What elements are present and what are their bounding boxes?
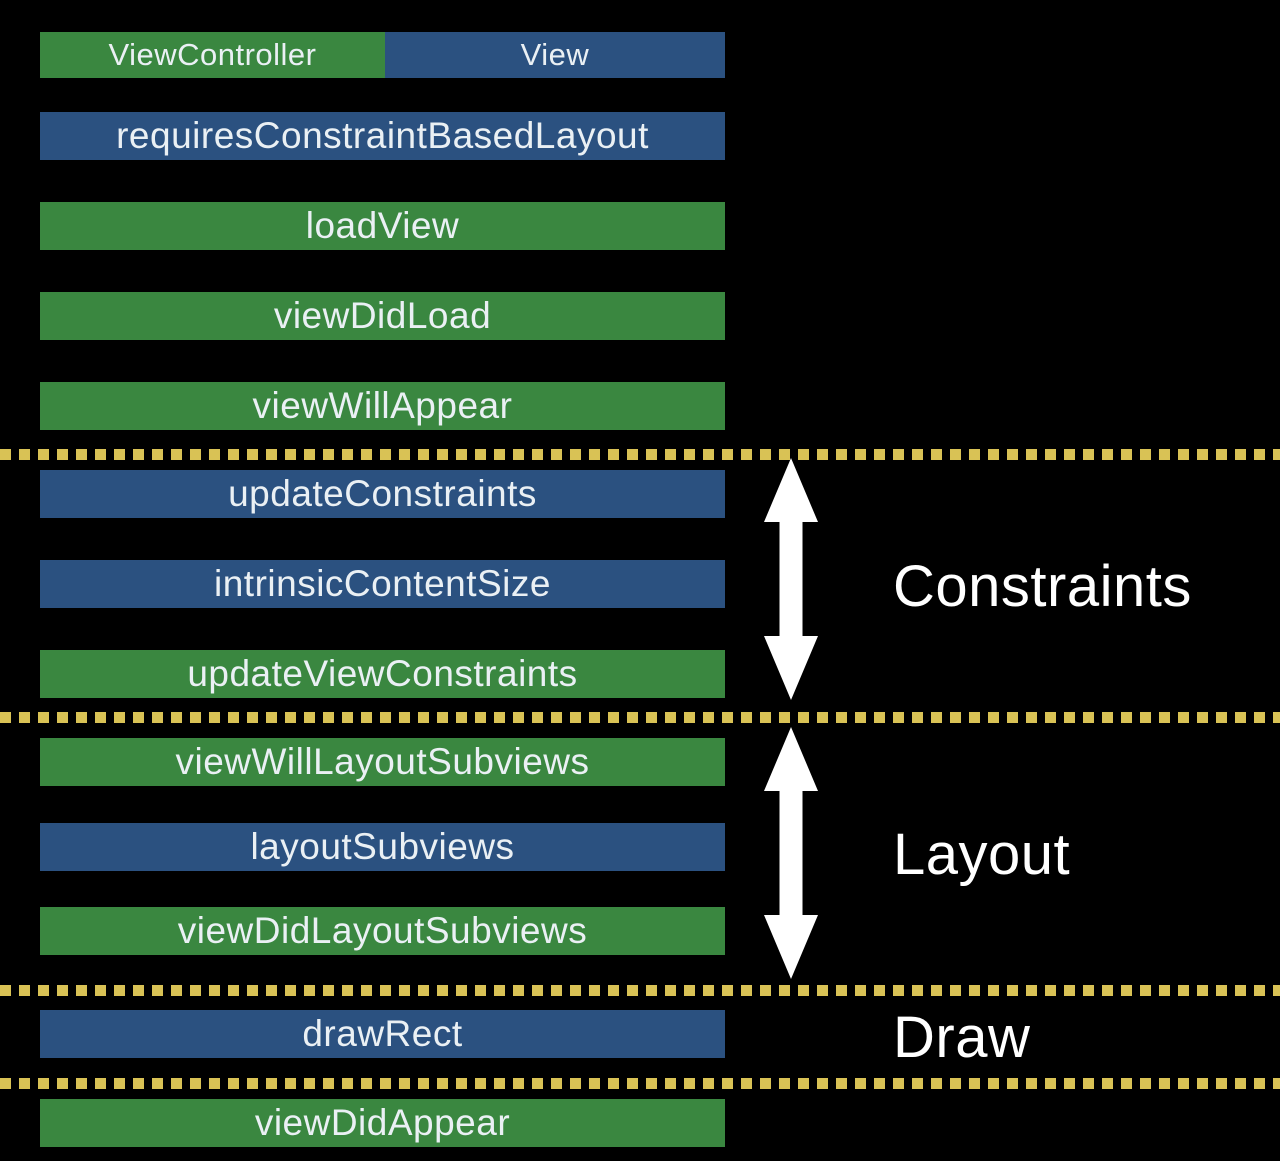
lifecycle-bar: drawRect [40,1010,725,1058]
lifecycle-bar: intrinsicContentSize [40,560,725,608]
lifecycle-bar: loadView [40,202,725,250]
phase-label: Constraints [893,553,1192,619]
lifecycle-bar: layoutSubviews [40,823,725,871]
phase-separator [0,1078,1280,1089]
phase-separator [0,985,1280,996]
phase-label: Draw [893,1004,1031,1070]
phase-separator [0,449,1280,460]
lifecycle-bar: viewWillLayoutSubviews [40,738,725,786]
phase-label: Layout [893,821,1071,887]
lifecycle-bar: viewDidLoad [40,292,725,340]
double-arrow-icon [764,727,818,979]
lifecycle-bar: viewDidLayoutSubviews [40,907,725,955]
lifecycle-bar: viewDidAppear [40,1099,725,1147]
legend-item-view: View [385,32,725,78]
double-arrow-icon [764,458,818,700]
lifecycle-bar: updateViewConstraints [40,650,725,698]
lifecycle-bar: viewWillAppear [40,382,725,430]
lifecycle-bar: updateConstraints [40,470,725,518]
legend-item-viewcontroller: ViewController [40,32,385,78]
phase-separator [0,712,1280,723]
lifecycle-bar: requiresConstraintBasedLayout [40,112,725,160]
